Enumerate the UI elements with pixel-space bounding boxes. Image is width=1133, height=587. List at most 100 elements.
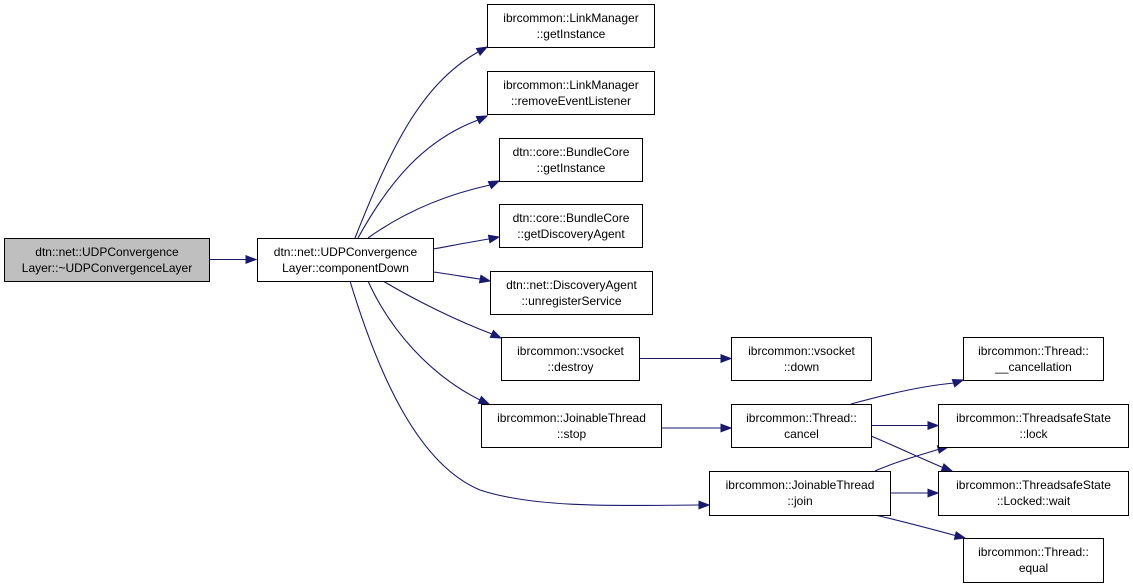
node-label-2: ::getDiscoveryAgent (517, 227, 625, 241)
node-label-2: ::getInstance (537, 161, 606, 175)
node-label-1: dtn::net::UDPConvergence (274, 245, 418, 259)
node-label-2: equal (1019, 561, 1048, 575)
node-lm-removeEventListener[interactable]: ibrcommon::LinkManager::removeEventListe… (487, 71, 655, 115)
node-label-2: cancel (784, 427, 819, 441)
edge-arrowhead (489, 329, 503, 339)
edge-line (870, 435, 945, 469)
node-box (490, 271, 653, 315)
node-label-2: ::lock (1019, 427, 1048, 441)
node-box (481, 404, 662, 448)
edge-line (349, 280, 700, 507)
node-box (487, 4, 655, 48)
node-label-2: ::Locked::wait (997, 494, 1071, 508)
edge-arrowhead (478, 274, 492, 284)
edge-line (367, 280, 481, 401)
node-label-1: ibrcommon::JoinableThread (726, 478, 875, 492)
edge-componentDown-to-bc_getInstance (367, 180, 501, 239)
node-th-cancellation[interactable]: ibrcommon::Thread::__cancellation (963, 337, 1104, 381)
node-label-1: ibrcommon::vsocket (748, 344, 855, 358)
node-label-2: ::join (787, 494, 812, 508)
edge-line (874, 448, 941, 472)
edges-layer (209, 46, 967, 540)
node-th-cancel[interactable]: ibrcommon::Thread::cancel (731, 404, 872, 448)
node-componentDown[interactable]: dtn::net::UDPConvergenceLayer::component… (257, 238, 434, 282)
edge-arrowhead (475, 115, 489, 125)
edge-componentDown-to-da_unregisterService (432, 271, 492, 284)
node-box (963, 337, 1104, 381)
node-box (499, 204, 643, 248)
node-label-1: dtn::net::DiscoveryAgent (506, 278, 637, 292)
edge-arrowhead (940, 463, 954, 472)
node-box (731, 404, 872, 448)
edge-arrowhead (477, 395, 491, 405)
edge-arrowhead (475, 46, 489, 57)
node-tss-wait[interactable]: ibrcommon::ThreadsafeState::Locked::wait (938, 471, 1129, 516)
node-label-1: dtn::core::BundleCore (513, 145, 630, 159)
node-tss-lock[interactable]: ibrcommon::ThreadsafeState::lock (938, 404, 1129, 448)
edge-arrowhead (487, 180, 501, 190)
node-bc-getInstance[interactable]: dtn::core::BundleCore::getInstance (499, 138, 643, 182)
edge-arrowhead (720, 423, 733, 433)
edge-line (357, 119, 479, 239)
node-label-1: ibrcommon::ThreadsafeState (956, 411, 1111, 425)
node-label-1: dtn::core::BundleCore (513, 211, 630, 225)
node-box (257, 238, 434, 282)
edge-line (367, 184, 491, 239)
node-label-2: ::removeEventListener (511, 94, 631, 108)
edge-jt_stop-to-th_cancel (661, 423, 733, 433)
edge-arrowhead (698, 500, 711, 510)
node-lm-getInstance[interactable]: ibrcommon::LinkManager::getInstance (487, 4, 655, 48)
edge-componentDown-to-vs_destroy (382, 280, 503, 339)
node-box (938, 404, 1129, 448)
node-label-2: ::down (784, 360, 819, 374)
edge-arrowhead (927, 488, 940, 498)
edge-componentDown-to-jt_stop (367, 280, 491, 405)
node-label-1: ibrcommon::JoinableThread (497, 411, 646, 425)
edge-arrowhead (927, 420, 940, 431)
node-label-1: ibrcommon::vsocket (517, 344, 624, 358)
edge-arrowhead (953, 531, 967, 540)
edge-th_cancel-to-tss_lock (871, 420, 940, 431)
node-box (709, 471, 891, 516)
node-box (963, 538, 1104, 583)
node-th-equal[interactable]: ibrcommon::Thread::equal (963, 538, 1104, 583)
edge-jt_join-to-tss_wait (890, 488, 940, 498)
edge-componentDown-to-jt_join (349, 280, 711, 510)
node-jt-stop[interactable]: ibrcommon::JoinableThread::stop (481, 404, 662, 448)
edge-componentDown-to-bc_getDiscoveryAgent (432, 234, 501, 250)
node-label-1: ibrcommon::LinkManager (503, 78, 638, 92)
node-label-1: dtn::net::UDPConvergence (35, 245, 179, 259)
node-label-2: ::getInstance (537, 27, 606, 41)
edge-vs_destroy-to-vs_down (639, 353, 733, 364)
node-da-unregisterService[interactable]: dtn::net::DiscoveryAgent::unregisterServ… (490, 271, 653, 315)
edge-jt_join-to-tss_lock (874, 445, 950, 472)
edge-th_cancel-to-tss_wait (870, 435, 954, 472)
edge-arrowhead (245, 254, 258, 265)
node-box (938, 471, 1129, 516)
node-box (731, 337, 872, 381)
node-label-1: ibrcommon::LinkManager (503, 11, 638, 25)
node-label-2: ::destroy (547, 360, 593, 374)
node-label-2: ::stop (557, 427, 587, 441)
node-label-2: Layer::~UDPConvergenceLayer (22, 261, 192, 275)
node-label-2: ::unregisterService (521, 294, 621, 308)
edge-arrowhead (720, 353, 733, 364)
edge-componentDown-to-lm_removeEventListener (357, 115, 489, 239)
edge-th_cancel-to-th_cancellation (850, 379, 965, 405)
node-box (501, 337, 640, 381)
edge-line (382, 280, 493, 335)
node-label-1: ibrcommon::Thread:: (978, 344, 1089, 358)
edge-line (874, 514, 958, 537)
node-box (499, 138, 643, 182)
node-vs-destroy[interactable]: ibrcommon::vsocket::destroy (501, 337, 640, 381)
node-vs-down[interactable]: ibrcommon::vsocket::down (731, 337, 872, 381)
node-label-1: ibrcommon::Thread:: (746, 411, 857, 425)
nodes-layer: dtn::net::UDPConvergenceLayer::~UDPConve… (4, 4, 1129, 583)
node-jt-join[interactable]: ibrcommon::JoinableThread::join (709, 471, 891, 516)
edge-root-to-componentDown (209, 254, 258, 265)
node-bc-getDiscoveryAgent[interactable]: dtn::core::BundleCore::getDiscoveryAgent (499, 204, 643, 248)
node-label-1: ibrcommon::Thread:: (978, 545, 1089, 559)
edge-arrowhead (487, 234, 501, 244)
edge-line (432, 271, 481, 280)
